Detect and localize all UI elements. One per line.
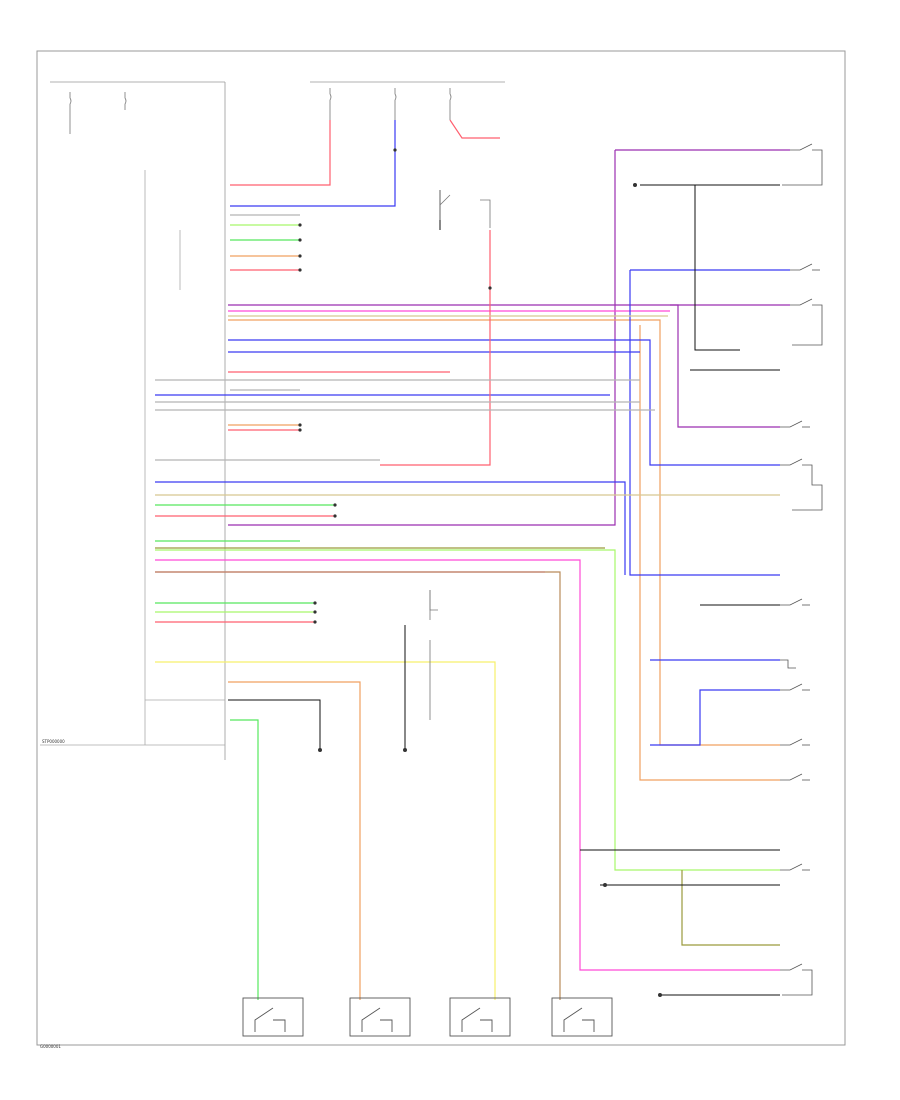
- diagram-frame: [36, 50, 846, 1046]
- relay-symbol: [429, 190, 491, 611]
- fuse-box: [50, 81, 505, 760]
- connector-points: [298, 148, 662, 997]
- diagram-reference-code: G0000001: [40, 1044, 61, 1049]
- bottom-switch-group: [242, 997, 613, 1037]
- wires: [155, 119, 790, 1000]
- switch-symbols: [780, 143, 823, 996]
- control-module: [40, 170, 225, 746]
- module-label: STP000000: [42, 739, 65, 744]
